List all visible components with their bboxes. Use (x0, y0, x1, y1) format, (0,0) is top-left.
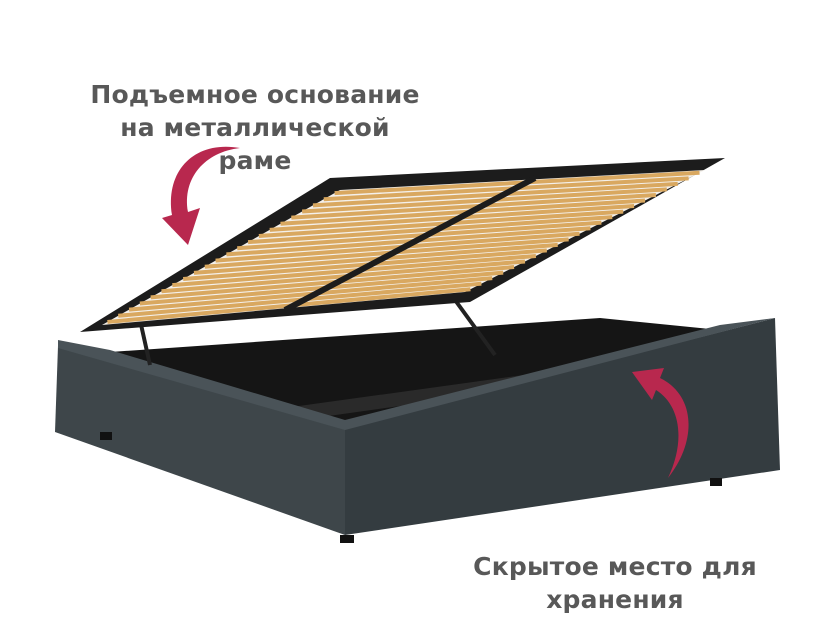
bed-foot-panel (345, 318, 780, 535)
slats (107, 170, 700, 324)
slat (323, 176, 689, 202)
storage-caption: Скрытое место для хранения (470, 550, 760, 616)
slat (258, 209, 624, 239)
arrow-up-icon (632, 368, 689, 478)
bed-leg (100, 432, 112, 440)
frame-center-bar (283, 175, 537, 313)
gas-lift (453, 298, 497, 357)
bed-side-panel (55, 346, 345, 535)
gas-lift (138, 319, 152, 366)
slat (247, 215, 613, 245)
arrow-down-icon (162, 146, 240, 245)
bed-side-top (58, 340, 345, 430)
slat (302, 187, 667, 214)
lift-base-caption: Подъемное основание на металлической рам… (90, 78, 420, 177)
caption-line: на металлической раме (120, 113, 390, 175)
slat (280, 198, 646, 226)
caption-line: Скрытое место для (473, 552, 757, 581)
slat (291, 192, 657, 220)
caption-line: хранения (546, 585, 684, 614)
bed-leg (710, 478, 722, 486)
slat (237, 220, 602, 251)
slat (215, 231, 580, 263)
slat (269, 204, 635, 232)
slat (334, 170, 700, 196)
caption-line: Подъемное основание (90, 80, 420, 109)
bed-foot-top (345, 318, 775, 430)
slat (226, 226, 591, 257)
slat (312, 181, 678, 208)
bed-leg (340, 535, 354, 543)
